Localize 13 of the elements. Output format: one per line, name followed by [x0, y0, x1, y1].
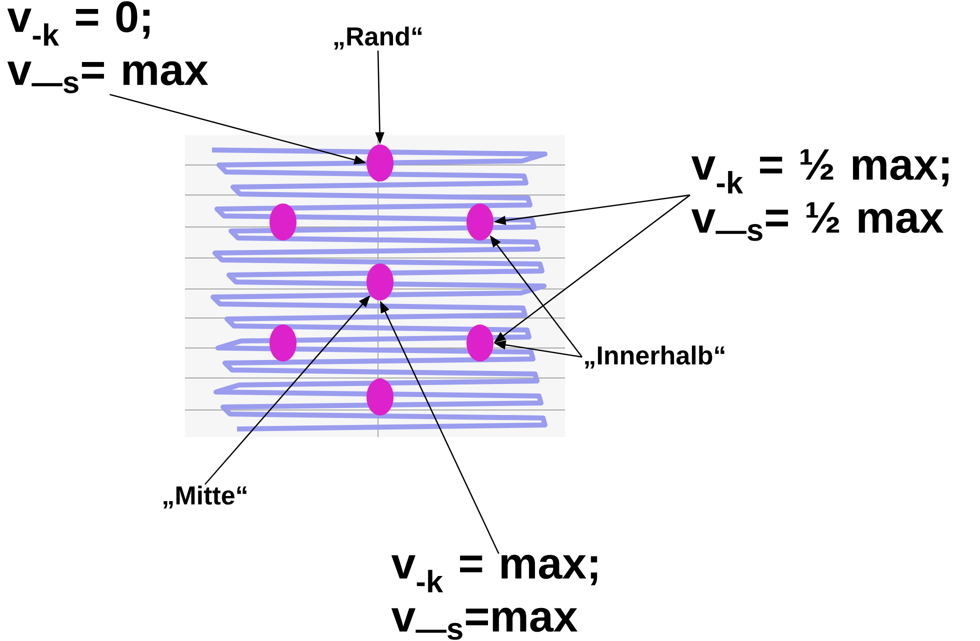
- dot: [366, 144, 394, 182]
- text-label: „Mitte“: [164, 486, 246, 508]
- dot: [366, 378, 394, 416]
- dot: [466, 324, 494, 362]
- text-label: v$_{-k}$ = max; v$_{—s}$=max: [391, 554, 598, 640]
- text-label: v$_{-k}$ = 0; v$_{—s}$= max: [7, 1, 208, 94]
- dot: [466, 204, 494, 240]
- dot: [270, 204, 296, 240]
- text-label: „Rand“: [334, 26, 422, 50]
- text-label: v$_{-k}$ = ½ max; v$_{—s}$= ½ max: [691, 149, 948, 241]
- dot: [366, 264, 394, 300]
- text-label: „Innerhalb“: [585, 346, 724, 368]
- dot: [270, 324, 296, 362]
